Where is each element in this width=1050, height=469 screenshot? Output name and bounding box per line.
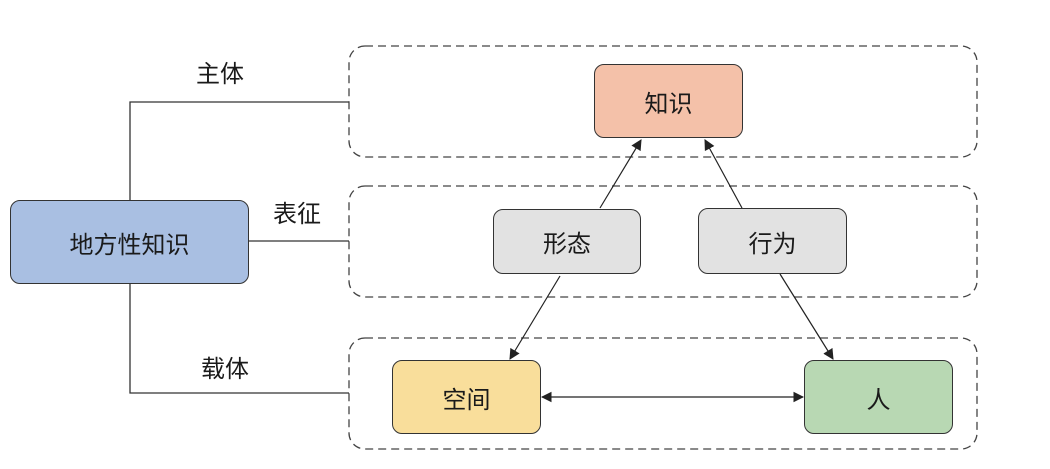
form-node-label: 形态 xyxy=(543,230,591,258)
root-node: 地方性知识 xyxy=(10,200,249,284)
carrier-connector xyxy=(129,284,349,394)
space-node-label: 空间 xyxy=(442,385,491,414)
knowledge-node: 知识 xyxy=(594,64,743,138)
representation-group-box xyxy=(348,185,978,298)
person-node-label: 人 xyxy=(866,385,891,414)
knowledge-node-label: 知识 xyxy=(644,89,693,118)
person-node: 人 xyxy=(804,360,953,434)
form-to-knowledge-arrow xyxy=(599,139,642,209)
subject-connector xyxy=(129,101,349,200)
behavior-to-person-arrow xyxy=(779,273,834,360)
carrier-branch-label: 载体 xyxy=(201,355,249,383)
root-node-label: 地方性知识 xyxy=(69,230,190,259)
form-node: 形态 xyxy=(493,209,641,274)
representation-branch-label: 表征 xyxy=(273,200,321,228)
subject-branch-label: 主体 xyxy=(196,60,244,88)
behavior-to-knowledge-arrow xyxy=(704,139,743,209)
behavior-node-label: 行为 xyxy=(748,229,797,258)
space-node: 空间 xyxy=(392,360,541,434)
form-to-space-arrow xyxy=(509,275,561,360)
behavior-node: 行为 xyxy=(698,208,847,274)
